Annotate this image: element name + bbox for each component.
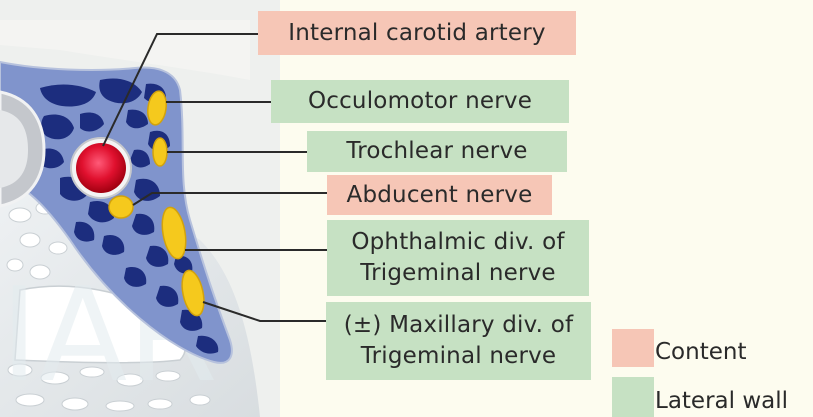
label-maxillary-line1: (±) Maxillary div. of	[344, 310, 574, 341]
label-trochlear-nerve: Trochlear nerve	[307, 131, 567, 172]
label-internal-carotid-text: Internal carotid artery	[288, 18, 545, 49]
label-occulomotor-nerve: Occulomotor nerve	[271, 80, 569, 123]
label-maxillary-division: (±) Maxillary div. of Trigeminal nerve	[326, 302, 591, 380]
label-abducent-nerve: Abducent nerve	[327, 175, 552, 215]
label-trochlear-text: Trochlear nerve	[346, 136, 527, 167]
trochlear-nerve-shape	[153, 138, 167, 166]
label-ophthalmic-division: Ophthalmic div. of Trigeminal nerve	[327, 220, 589, 296]
legend-label-content: Content	[655, 339, 746, 365]
label-occulomotor-text: Occulomotor nerve	[308, 86, 532, 117]
legend-swatch-lateral-wall	[612, 377, 654, 417]
legend-label-lateral-wall: Lateral wall	[655, 388, 788, 414]
label-ophthalmic-line1: Ophthalmic div. of	[351, 227, 564, 258]
legend-swatch-content	[612, 329, 654, 367]
label-abducent-text: Abducent nerve	[347, 180, 533, 211]
label-ophthalmic-line2: Trigeminal nerve	[360, 258, 556, 289]
internal-carotid-artery-shape	[71, 138, 131, 198]
label-internal-carotid-artery: Internal carotid artery	[258, 11, 576, 55]
abducent-nerve-shape	[109, 196, 133, 218]
label-maxillary-line2: Trigeminal nerve	[361, 341, 557, 372]
